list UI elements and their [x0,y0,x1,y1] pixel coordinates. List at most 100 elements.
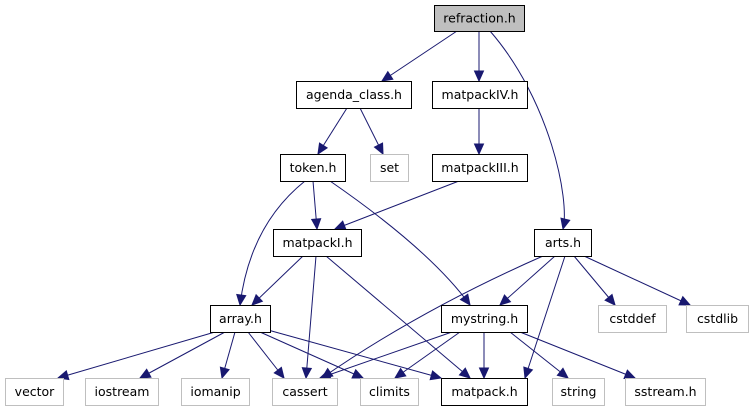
arrowhead [499,294,512,306]
edge-line [583,255,691,306]
node-agenda-class-h[interactable]: agenda_class.h [296,81,412,109]
edges-layer [56,30,692,381]
edge-line [259,331,364,379]
node-box [181,378,250,406]
arrowhead [459,293,471,306]
node-box [280,154,346,182]
edge-line [524,255,566,379]
node-label: matpackIV.h [442,87,519,102]
node-array-h[interactable]: array.h [210,305,271,333]
arrowhead [623,369,637,379]
node-string: string [552,378,605,406]
edge-array-to-vector [56,331,216,381]
edge-line [519,331,636,379]
arrowhead [458,367,471,379]
node-label: climits [369,384,410,399]
edge-arts-to-mystring [499,255,556,306]
node-refraction-h[interactable]: refraction.h [434,5,525,32]
node-label: array.h [219,311,262,326]
arrowhead [351,368,365,379]
node-set: set [370,154,409,182]
node-label: vector [15,384,56,399]
node-box [273,229,362,257]
node-box [598,305,667,333]
edge-line [139,331,226,379]
node-matpackiv-h[interactable]: matpackIV.h [432,81,528,109]
node-label: cstdlib [697,311,738,326]
node-label: mystring.h [451,311,518,326]
edge-token-to-mystring [329,180,471,306]
node-box [370,154,409,182]
node-arts-h[interactable]: arts.h [534,229,592,257]
edge-agenda_class-to-set [359,107,384,156]
node-iostream: iostream [85,378,159,406]
arrowhead [236,293,247,307]
node-mystring-h[interactable]: mystring.h [441,305,528,333]
edge-matpackIV-to-matpackIII [473,108,485,156]
arrowhead [251,293,264,306]
node-box [625,378,706,406]
node-label: iomanip [190,384,240,399]
edge-array-to-matpack [267,329,443,381]
edge-line [499,255,556,306]
arrowhead [429,370,443,381]
arrowhead [604,293,616,306]
arrowhead [473,143,485,156]
edge-array-to-climits [259,331,365,379]
arrowhead [219,366,230,380]
node-box [210,305,271,333]
edge-line [267,329,442,379]
node-box [552,378,605,406]
node-label: cassert [282,384,327,399]
edge-mystring-to-matpack [478,332,490,380]
edge-array-to-iomanip [219,331,236,380]
node-token-h[interactable]: token.h [280,154,346,182]
node-cstdlib: cstdlib [686,305,749,333]
edge-line [321,255,544,379]
node-vector: vector [5,378,64,406]
node-matpackiii-h[interactable]: matpackIII.h [432,154,528,182]
node-label: agenda_class.h [306,87,402,102]
node-matpacki-h[interactable]: matpackI.h [273,229,362,257]
node-box [296,81,412,109]
node-label: matpack.h [451,384,517,399]
edge-line [319,331,453,379]
edge-matpackI-to-cassert [301,255,317,380]
node-box [432,81,528,109]
edge-arts-to-cstddef [573,255,616,306]
node-box [441,305,528,333]
edge-mystring-to-sstream [519,331,637,379]
arrowhead [301,367,313,380]
node-climits: climits [360,378,419,406]
edge-refraction-to-agenda_class [380,30,458,82]
edge-line [394,331,461,379]
edge-agenda_class-to-token [317,107,348,156]
node-sstream-h: sstream.h [625,378,706,406]
edge-arts-to-cstdlib [583,255,692,306]
nodes-layer: refraction.h agenda_class.h matpackIV.h tok… [5,5,749,406]
node-label: token.h [290,160,337,175]
edge-line [509,331,569,379]
arrowhead [560,217,571,231]
arrowhead [273,366,285,379]
arrowhead [394,367,407,379]
edge-matpackI-to-matpack [325,255,471,379]
node-box [85,378,159,406]
edge-line [329,180,471,306]
arrowhead [310,218,322,231]
node-box [434,5,525,32]
arrowhead [523,366,534,380]
node-label: string [561,384,597,399]
node-label: cstddef [609,311,656,326]
arrowhead [380,70,394,82]
node-iomanip: iomanip [181,378,250,406]
node-label: matpackI.h [282,235,352,250]
edge-line [325,255,471,379]
edge-line [381,30,458,82]
edge-line [305,255,317,379]
edge-array-to-iostream [138,331,226,379]
node-matpack-h[interactable]: matpack.h [441,378,528,406]
arrowhead [473,70,485,83]
